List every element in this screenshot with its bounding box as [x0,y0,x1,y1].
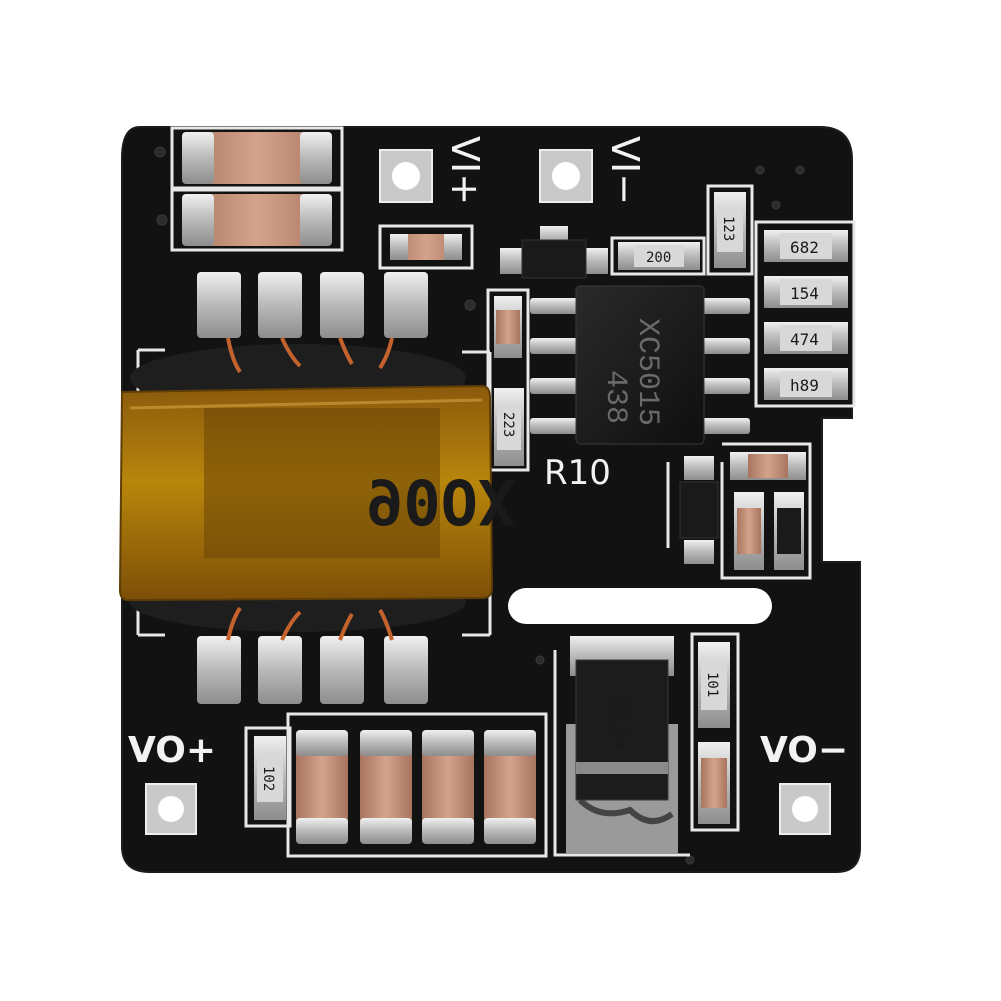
vo-plus-label: VO+ [128,730,216,771]
resistor-200-label: 200 [646,250,671,266]
diode-marking: SS34 [606,696,631,749]
vi-minus-label: VI− [603,136,647,205]
resistor-e01-label: E01 [780,514,796,539]
transformer-pins-top [197,272,428,338]
resistor-102: 102 [254,736,286,820]
copper-windings [226,337,394,641]
r10-label: R10 [544,453,611,493]
resistor-682-label: 682 [790,238,819,257]
sot-transistor [500,226,608,279]
small-capacitor-ic-left [494,296,522,358]
resistor-123: 123 [714,192,746,268]
small-capacitor-vo-minus [698,742,730,824]
resistor-102-label: 102 [260,766,276,791]
resistor-101-label: 101 [704,672,720,697]
resistor-154-label: 154 [790,284,819,303]
transistor-t3: T3 [679,456,719,564]
input-capacitor-1 [182,132,332,184]
resistor-101: 101 [698,642,730,728]
ic-marking-line1: XC5015 [630,318,664,426]
ic-marking-line2: 438 [598,370,632,424]
small-capacitor-top [390,234,462,260]
resistor-682: 682 [764,230,848,262]
transformer-pins-bottom [197,636,428,704]
output-capacitor-1 [296,730,348,844]
ic-xc5015: XC5015 438 [530,285,750,445]
vo-minus-pad [779,783,831,835]
output-capacitor-2 [360,730,412,844]
output-capacitor-3 [422,730,474,844]
output-capacitor-4 [484,730,536,844]
resistor-123-label: 123 [720,216,736,241]
vi-minus-pad [539,149,593,203]
vi-plus-label: VI+ [443,136,487,205]
board-slot [508,588,772,624]
resistor-474-label: 474 [790,330,819,349]
resistor-200: 200 [618,242,700,270]
resistor-223-label: 223 [500,412,516,437]
resistor-474: 474 [764,322,848,354]
transformer: 90OX [118,384,515,602]
vo-minus-label: VO− [760,730,848,771]
silkscreen-outlines [136,126,856,858]
resistor-e01: E01 [774,492,804,570]
diode-ss34: SS34 [566,636,678,854]
small-capacitor-right [730,452,806,480]
resistor-h89-label: h89 [790,376,819,395]
resistor-154: 154 [764,276,848,308]
small-capacitor-right-2 [734,492,764,570]
transformer-marking: 90OX [366,465,515,538]
transistor-t3-label: T3 [688,498,704,515]
vias [154,146,805,865]
vo-plus-pad [145,783,197,835]
resistor-223: 223 [494,388,524,466]
input-capacitor-2 [182,194,332,246]
vi-plus-pad [379,149,433,203]
resistor-h89: h89 [764,368,848,400]
